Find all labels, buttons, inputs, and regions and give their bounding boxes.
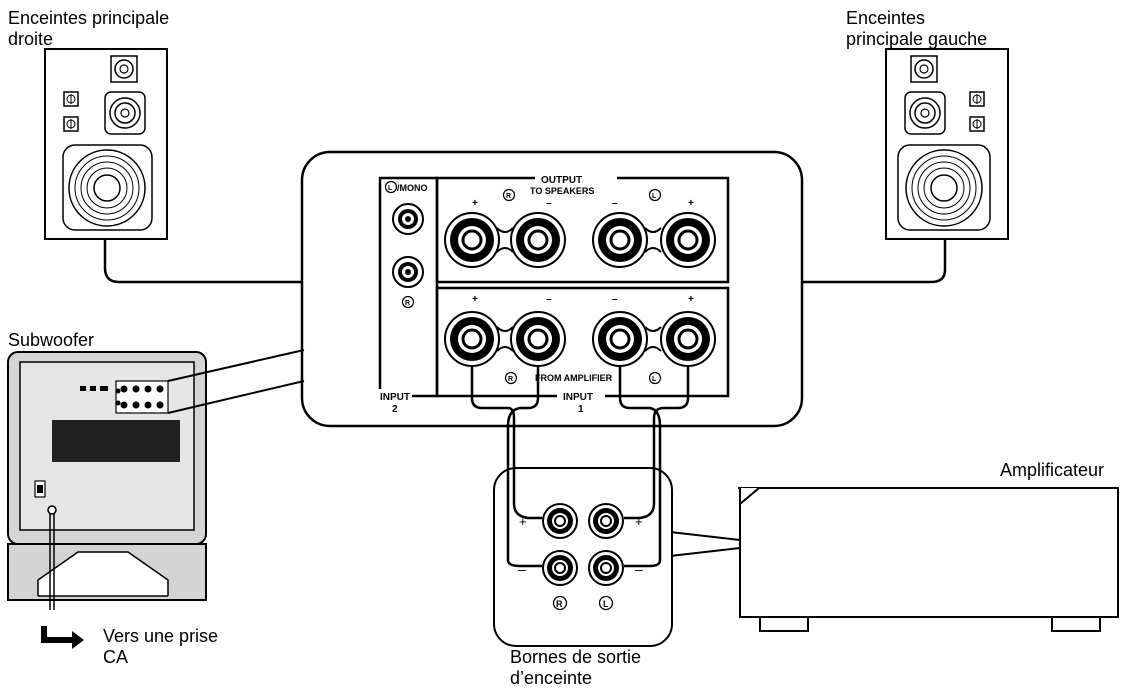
- input-r-minus-terminal: [509, 310, 567, 368]
- terminals-label-2: d’enceinte: [510, 668, 592, 688]
- in-plus-2: +: [688, 294, 694, 305]
- input2-label: INPUT: [380, 392, 410, 403]
- terminals-label-1: Bornes de sortie: [510, 647, 641, 667]
- input-r-plus-terminal: [443, 310, 501, 368]
- amplifier-callout: [669, 531, 741, 557]
- input1-number: 1: [578, 404, 584, 415]
- amp-plus-r: +: [519, 514, 527, 529]
- terminal-bridges: [496, 227, 662, 352]
- right-main-speaker: [44, 48, 168, 240]
- amplifier-label: Amplificateur: [1000, 460, 1104, 480]
- in-minus-2: –: [612, 294, 618, 305]
- outlet-label-2: CA: [103, 647, 128, 667]
- input-l-plus-terminal: [659, 310, 717, 368]
- amp-l-minus-terminal: [588, 550, 624, 586]
- subwoofer-vent: [52, 420, 180, 462]
- rca-l-mono-jack: [392, 203, 424, 235]
- mono-l-mark: L: [388, 185, 393, 192]
- rca-r-mark: R: [405, 300, 410, 307]
- amp-l-mark: L: [603, 599, 609, 609]
- input-wires: [470, 366, 690, 568]
- output-l-minus-terminal: [591, 211, 649, 269]
- input-l-minus-terminal: [591, 310, 649, 368]
- to-speakers-label: TO SPEAKERS: [530, 186, 594, 196]
- out-minus-2: –: [612, 198, 618, 209]
- amp-plus-l: +: [635, 514, 643, 529]
- in-l-mark: L: [652, 376, 657, 383]
- outlet-arrow-icon: [41, 626, 84, 649]
- amp-r-plus-terminal: [542, 503, 578, 539]
- rca-r-jack: [392, 256, 424, 288]
- outlet-label-1: Vers une prise: [103, 626, 218, 646]
- subwoofer-callout: [167, 349, 305, 414]
- in-r-mark: R: [508, 376, 513, 383]
- right-speaker-label-1: Enceintes principale: [8, 8, 169, 28]
- amplifier: [738, 487, 1119, 632]
- output-l-plus-terminal: [659, 211, 717, 269]
- subwoofer-label: Subwoofer: [8, 330, 94, 350]
- left-speaker-label-2: principale gauche: [846, 29, 987, 49]
- amp-r-minus-terminal: [542, 550, 578, 586]
- out-r-mark: R: [506, 193, 511, 200]
- input1-label: INPUT: [563, 392, 593, 403]
- power-cord: [49, 514, 55, 610]
- right-speaker-label-2: droite: [8, 29, 53, 49]
- subwoofer: [7, 351, 207, 601]
- output-r-minus-terminal: [509, 211, 567, 269]
- out-l-mark: L: [652, 193, 657, 200]
- input2-number: 2: [392, 404, 398, 415]
- out-minus-1: –: [546, 198, 552, 209]
- output-r-plus-terminal: [443, 211, 501, 269]
- from-amplifier-label: FROM AMPLIFIER: [535, 373, 613, 383]
- amp-r-mark: R: [556, 599, 563, 609]
- out-plus-2: +: [688, 198, 694, 209]
- output-label: OUTPUT: [541, 175, 582, 186]
- in-plus-1: +: [472, 294, 478, 305]
- out-plus-1: +: [472, 198, 478, 209]
- amplifier-terminal-box: [493, 467, 673, 647]
- amp-minus-r: –: [518, 561, 526, 577]
- left-main-speaker: [885, 48, 1009, 240]
- amp-minus-l: –: [635, 561, 643, 577]
- mono-label: /MONO: [397, 183, 428, 193]
- in-minus-1: –: [546, 294, 552, 305]
- left-speaker-label-1: Enceintes: [846, 8, 925, 28]
- amp-l-plus-terminal: [588, 503, 624, 539]
